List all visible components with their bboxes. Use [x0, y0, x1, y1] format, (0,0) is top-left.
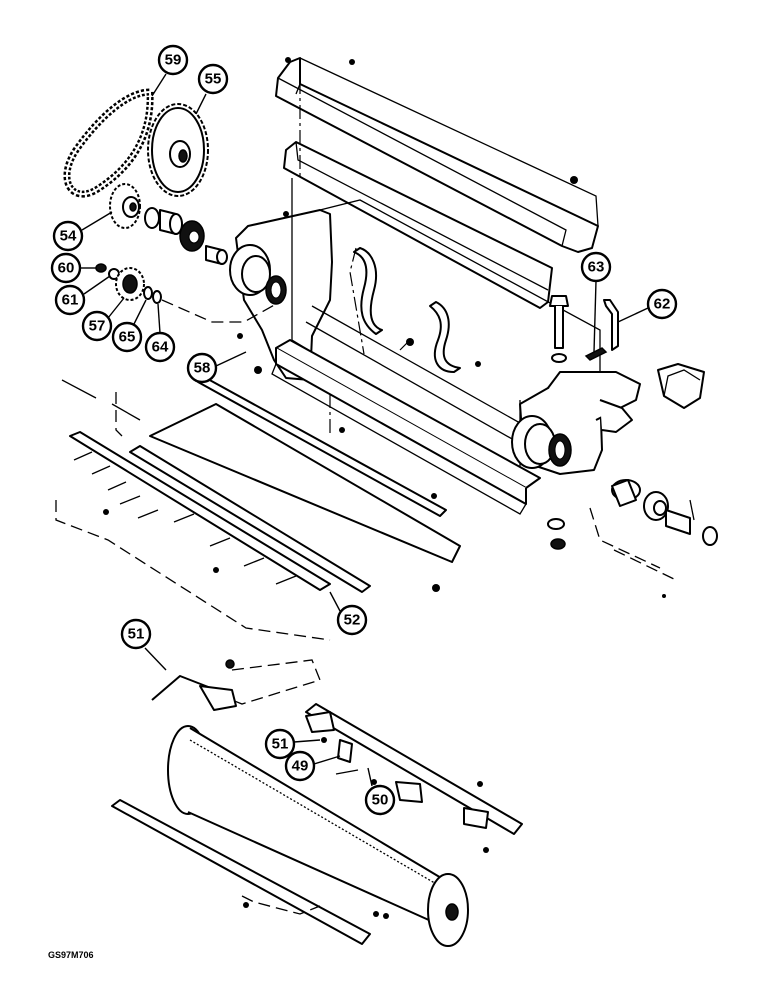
- callout-49: 49: [284, 750, 341, 782]
- callout-51-lower: 51: [264, 728, 321, 760]
- callout-63-label: 63: [588, 259, 605, 276]
- callout-54-label: 54: [60, 228, 77, 245]
- front-channel: [271, 305, 541, 515]
- hardware-dots: [103, 57, 666, 853]
- top-trough: [275, 57, 599, 253]
- crank-rod: [151, 659, 237, 711]
- drive-chain: [63, 88, 154, 198]
- assembly-lines: [55, 80, 677, 915]
- callout-61-label: 61: [62, 292, 79, 309]
- callout-57: 57: [81, 297, 125, 342]
- callout-51-upper-label: 51: [128, 626, 145, 643]
- callout-49-label: 49: [292, 758, 309, 775]
- bolt-and-pin: [549, 295, 619, 363]
- callout-60-label: 60: [58, 260, 75, 277]
- large-sprocket: [147, 103, 209, 197]
- callout-64: 64: [144, 303, 176, 363]
- callout-63: 63: [580, 251, 612, 353]
- callout-59-label: 59: [165, 52, 182, 69]
- reel-assembly: [111, 725, 469, 947]
- small-sprocket: [109, 183, 141, 229]
- callout-58-label: 58: [194, 360, 211, 377]
- callout-52-label: 52: [344, 612, 361, 629]
- callouts: 59 55 54 60 61 57: [50, 44, 678, 816]
- callout-65-label: 65: [119, 329, 136, 346]
- small-hardware-group: [95, 263, 162, 304]
- callout-61: 61: [54, 275, 111, 316]
- callout-58: 58: [186, 351, 247, 384]
- bearing-stack: [144, 207, 228, 265]
- right-end-housing: [511, 371, 641, 475]
- shaft-with-brackets: [305, 703, 523, 835]
- callout-51-lower-label: 51: [272, 736, 289, 753]
- callout-55: 55: [195, 63, 229, 115]
- callout-52: 52: [329, 591, 368, 636]
- striker-plates: [61, 377, 461, 593]
- mounting-bracket: [657, 363, 705, 409]
- callout-62: 62: [617, 288, 678, 323]
- callout-50: 50: [364, 767, 396, 816]
- callout-60: 60: [50, 252, 96, 284]
- callout-57-label: 57: [89, 318, 106, 335]
- callout-55-label: 55: [205, 71, 222, 88]
- callout-50-label: 50: [372, 792, 389, 809]
- callout-59: 59: [151, 44, 189, 97]
- callout-65: 65: [111, 299, 147, 353]
- callout-62-label: 62: [654, 296, 671, 313]
- callout-51-upper: 51: [120, 618, 167, 671]
- callout-54: 54: [52, 211, 113, 252]
- reference-code: GS97M706: [48, 950, 94, 960]
- callout-64-label: 64: [152, 339, 169, 356]
- right-shaft-parts: [547, 479, 718, 550]
